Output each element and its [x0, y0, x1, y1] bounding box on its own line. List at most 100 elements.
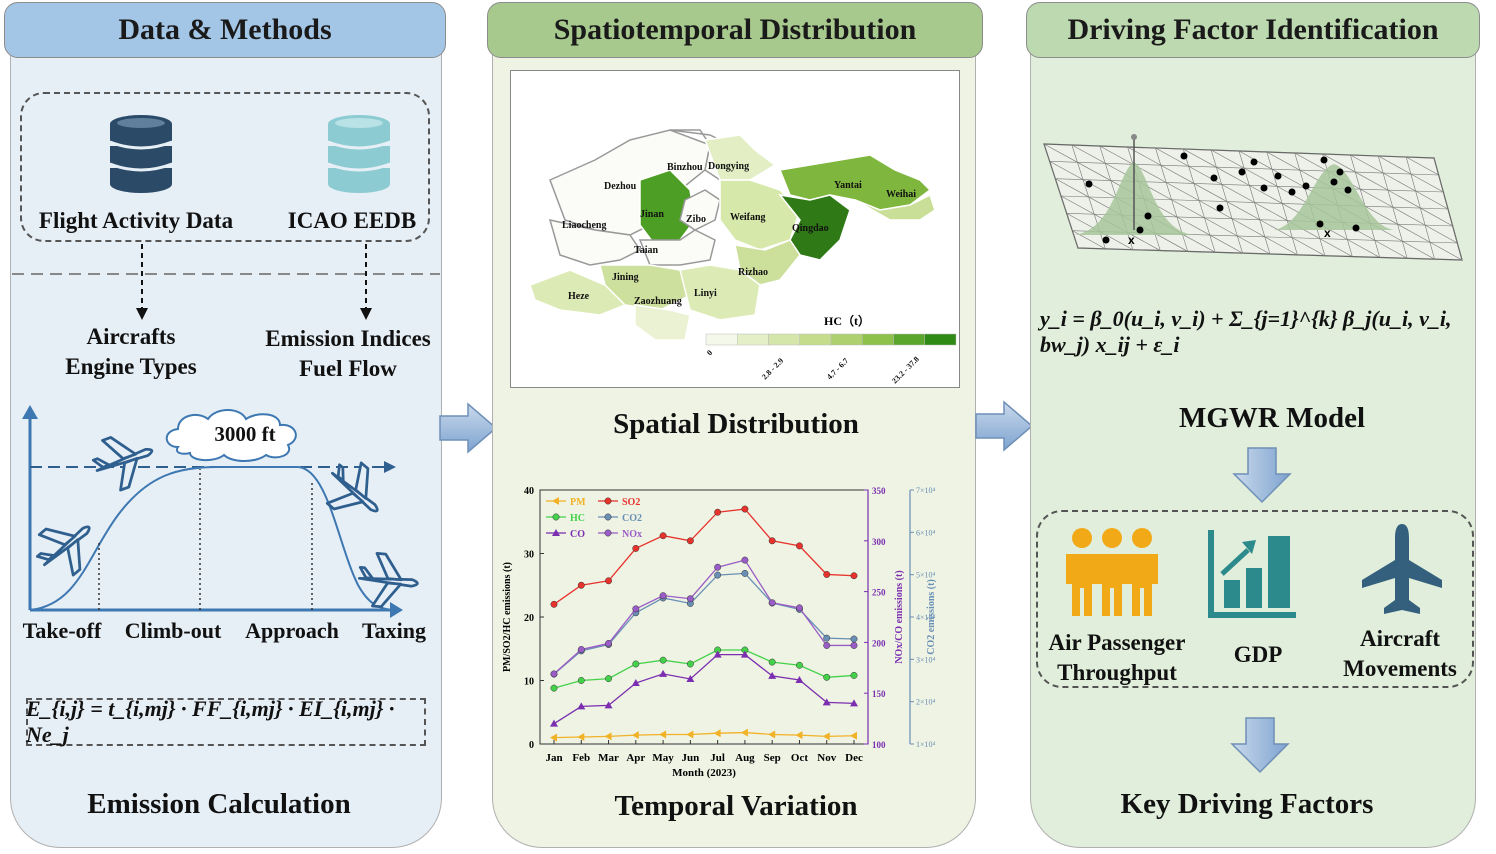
map-label: Dezhou [604, 181, 637, 192]
data-point [686, 674, 695, 682]
legend-label: PM [570, 497, 586, 508]
map-label: Zibo [686, 214, 706, 225]
mgwr-surface-diagram: x x [1043, 134, 1463, 261]
legend-swatch [830, 333, 863, 346]
down-arrow-icon [1232, 447, 1292, 504]
data-point [552, 529, 560, 536]
flow-arrow-icon [975, 400, 1034, 452]
data-point [713, 650, 722, 658]
mgwr-model-title: MGWR Model [1178, 402, 1366, 434]
tick-label: Jul [710, 752, 725, 764]
tick-label: May [652, 752, 674, 764]
tick-label: 40 [524, 486, 534, 497]
phase-label: Approach [245, 618, 339, 643]
map-label: Linyi [694, 288, 717, 299]
legend-label: HC [570, 513, 585, 524]
data-point [822, 698, 831, 706]
series-line-co [553, 653, 855, 725]
spatiotemporal-header: Spatiotemporal Distribution [487, 2, 983, 58]
data-point [768, 671, 777, 679]
data-point [714, 571, 722, 579]
tick-label: 1×10⁴ [916, 740, 936, 749]
map-label: Jinan [640, 209, 664, 220]
map-label: Dongying [708, 161, 749, 172]
legend-swatch [768, 333, 800, 346]
series-line-nox [553, 559, 854, 675]
tick-label: Jun [681, 752, 699, 764]
data-point [552, 497, 559, 505]
data-point [659, 669, 668, 677]
emission-indices-label: Emission Indices Fuel Flow [265, 326, 431, 381]
data-point [577, 677, 585, 684]
mgwr-formula: y_i = β_0(u_i, v_i) + Σ_{j=1}^{k} β_j(u_… [1040, 306, 1452, 357]
tick-label: Mar [598, 752, 619, 764]
legend-swatch [924, 333, 957, 346]
tick-label: Oct [791, 752, 808, 764]
tick-label: 100 [872, 740, 886, 750]
factors-box [1036, 510, 1474, 688]
data-point [823, 673, 831, 681]
temporal-variation-title: Temporal Variation [614, 790, 858, 822]
data-point [550, 684, 558, 692]
down-arrow-icon [1230, 717, 1290, 774]
key-driving-factors-title: Key Driving Factors [1120, 788, 1374, 820]
legend-swatch [737, 333, 769, 346]
data-point [850, 635, 858, 643]
database-icon [327, 115, 391, 193]
data-point [741, 569, 749, 577]
data-point [550, 600, 558, 608]
legend-label: CO [570, 529, 585, 540]
phase-label: Climb-out [124, 618, 222, 643]
tick-label: Nov [817, 752, 836, 764]
aircraft-engine-label: Aircrafts Engine Types [65, 324, 197, 379]
tick-label: 300 [872, 537, 886, 547]
tick-label: 20 [524, 613, 534, 624]
tick-label: 5×10⁴ [916, 571, 936, 580]
altitude-label: 3000 ft [214, 422, 276, 446]
data-point [796, 661, 803, 669]
data-point [605, 675, 612, 683]
data-point [659, 592, 667, 600]
temporal-line-chart: 0102030401001502002503003501×10⁴2×10⁴3×1… [502, 486, 937, 779]
tick-label: Dec [845, 752, 863, 764]
data-point [577, 646, 585, 653]
emission-calculation-title: Emission Calculation [87, 788, 351, 820]
legend-swatch [705, 333, 738, 346]
people-icon [1066, 528, 1158, 616]
svg-text:x: x [1324, 226, 1331, 240]
tick-label: 0 [529, 740, 534, 751]
province-map: Binzhou Dongying Dezhou Yantai Weihai Ji… [529, 129, 957, 385]
data-point [604, 732, 612, 741]
data-point [768, 658, 776, 666]
tick-label: 2×10⁴ [916, 698, 936, 707]
data-point [850, 699, 858, 707]
data-point [577, 581, 585, 589]
legend-label: SO2 [622, 497, 640, 508]
map-label: Jining [612, 272, 639, 283]
icao-eedb-label: ICAO EEDB [287, 208, 417, 233]
data-point [850, 671, 858, 679]
y-axis-label: NOx/CO emissions (t) [894, 570, 905, 663]
factor-label: Air Passenger Throughput [1048, 630, 1186, 685]
map-label: Liaocheng [562, 220, 606, 231]
data-point [686, 537, 694, 545]
legend-swatch [893, 333, 925, 346]
data-point [605, 577, 612, 585]
data-point [632, 660, 640, 668]
series-line-pm [553, 731, 855, 739]
x-axis-label: Month (2023) [672, 767, 736, 779]
legend-label: NOx [622, 529, 642, 540]
tick-label: Feb [572, 752, 590, 764]
map-label: Zaozhuang [634, 296, 682, 307]
flow-arrow-icon [439, 402, 498, 454]
map-legend [705, 333, 957, 346]
data-point [550, 719, 558, 727]
flight-activity-label: Flight Activity Data [38, 208, 234, 233]
data-point [550, 670, 558, 678]
phase-label: Take-off [22, 618, 102, 643]
dashed-arrow-down-icon [360, 244, 372, 320]
tick-label: 250 [872, 588, 886, 598]
dashed-arrow-down-icon [136, 244, 148, 320]
tick-label: 350 [872, 486, 886, 496]
factor-label: Aircraft Movements [1343, 626, 1457, 681]
